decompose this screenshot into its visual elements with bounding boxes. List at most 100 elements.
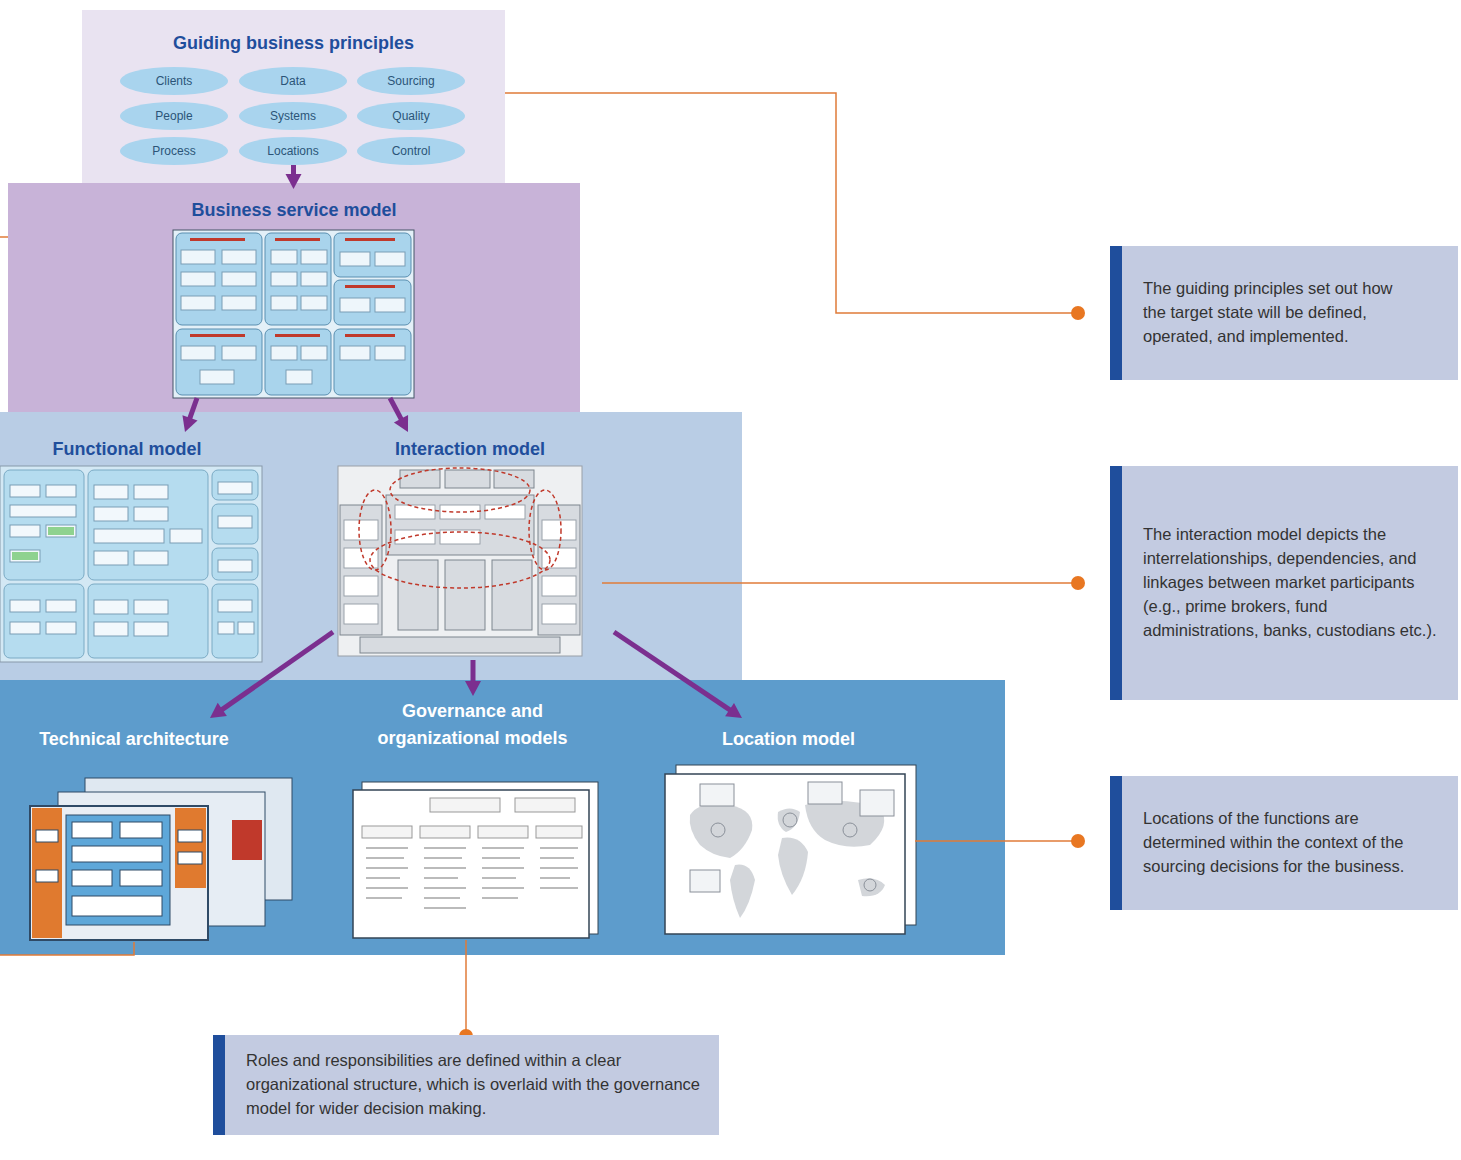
service-thumbnail [222, 272, 256, 286]
service-thumbnail [200, 370, 234, 384]
architecture-thumbnail [232, 820, 262, 860]
interaction-thumbnail [445, 470, 490, 488]
arrow-head [465, 681, 481, 696]
architecture-thumbnail [178, 830, 202, 842]
service-thumbnail [181, 250, 215, 264]
functional-thumbnail [218, 516, 252, 528]
principle-label: People [155, 109, 192, 123]
principle-ellipse: Locations [239, 137, 347, 165]
functional-thumbnail [212, 504, 258, 544]
flow-arrow [614, 632, 742, 718]
service-thumbnail [181, 346, 215, 360]
band [82, 10, 505, 183]
service-thumbnail [286, 370, 312, 384]
architecture-thumbnail [72, 896, 162, 916]
principle-label: Systems [270, 109, 316, 123]
location-thumbnail [843, 823, 857, 837]
leader-line [465, 940, 467, 1036]
service-thumbnail [275, 238, 320, 241]
functional-thumbnail [0, 466, 262, 662]
architecture-thumbnail [36, 822, 202, 916]
service-thumbnail [265, 233, 331, 325]
principle-ellipse: Clients [120, 67, 228, 95]
functional-thumbnail [46, 600, 76, 612]
service-thumbnail [301, 250, 327, 264]
functional-thumbnail [134, 551, 168, 565]
interaction-thumbnail [359, 490, 391, 570]
architecture-thumbnail [72, 846, 162, 862]
architecture-thumbnail [66, 815, 170, 925]
location-thumbnail [730, 865, 755, 918]
leader-line [915, 834, 1085, 848]
functional-thumbnail [94, 551, 128, 565]
interaction-thumbnail [398, 560, 438, 630]
service-thumbnail [345, 334, 395, 337]
service-thumbnail [301, 272, 327, 286]
functional-thumbnail [212, 584, 258, 658]
governance-thumbnail [353, 782, 598, 938]
band [0, 680, 1005, 955]
location-thumbnail [700, 784, 734, 806]
model-panel: Governance and organizational models [345, 698, 600, 940]
model-heading: Guiding business principles [82, 30, 505, 57]
architecture-thumbnail [36, 830, 58, 842]
interaction-thumbnail [538, 505, 580, 635]
service-thumbnail [340, 252, 370, 266]
service-thumbnail [334, 233, 411, 277]
functional-thumbnail [4, 584, 84, 658]
interaction-thumbnail [344, 604, 378, 624]
functional-thumbnail [218, 560, 252, 572]
principles-band: Guiding business principlesClientsDataSo… [82, 10, 505, 183]
functional-thumbnail [10, 600, 40, 612]
architecture-thumbnail [120, 870, 162, 886]
functional-thumbnail [46, 525, 76, 537]
service-thumbnail [345, 285, 395, 288]
functional-thumbnail [94, 485, 128, 499]
architecture-thumbnail [36, 870, 58, 882]
interaction-thumbnail [386, 495, 534, 555]
architecture-thumbnail [32, 808, 62, 938]
functional-thumbnail [170, 529, 202, 543]
interaction-thumbnail [542, 520, 576, 540]
interaction-thumbnail [395, 530, 435, 544]
model-heading: Functional model [0, 436, 254, 463]
leader-line [459, 940, 473, 1043]
functional-thumbnail [12, 527, 74, 560]
interaction-thumbnail [344, 505, 576, 624]
model-panel: Functional model [0, 436, 254, 662]
leader-dot [1071, 576, 1085, 590]
functional-thumbnail [94, 622, 128, 636]
interaction-thumbnail [492, 560, 532, 630]
service-thumbnail [173, 230, 414, 398]
location-thumbnail [860, 790, 894, 816]
functional-thumbnail [212, 470, 258, 500]
architecture-thumbnail [120, 822, 162, 838]
flow-arrow [189, 398, 197, 421]
functional-thumbnail [10, 505, 76, 517]
leader-line [915, 840, 1078, 842]
model-panel: Interaction model [338, 436, 602, 656]
service-thumbnail [345, 238, 395, 241]
location-thumbnail [778, 809, 800, 833]
architecture-thumbnail [178, 852, 202, 864]
principle-label: Control [392, 144, 431, 158]
band [0, 10, 1005, 955]
service-thumbnail [190, 238, 245, 241]
architecture-thumbnail [175, 808, 206, 888]
functional-thumbnail [48, 527, 74, 535]
arrow-head [725, 703, 742, 718]
functional-thumbnail [88, 584, 208, 658]
leader-dot [1071, 306, 1085, 320]
service-thumbnail [176, 329, 262, 395]
functional-thumbnail [10, 482, 254, 636]
service-thumbnail [181, 250, 405, 384]
service-thumbnail [222, 346, 256, 360]
functional-thumbnail [10, 485, 40, 497]
location-thumbnail [711, 813, 876, 891]
governance-thumbnail [536, 826, 582, 838]
location-thumbnail [778, 838, 808, 895]
callout-box: The interaction model depicts the interr… [1110, 466, 1458, 700]
functional-thumbnail [218, 622, 234, 634]
location-thumbnail [690, 782, 894, 892]
